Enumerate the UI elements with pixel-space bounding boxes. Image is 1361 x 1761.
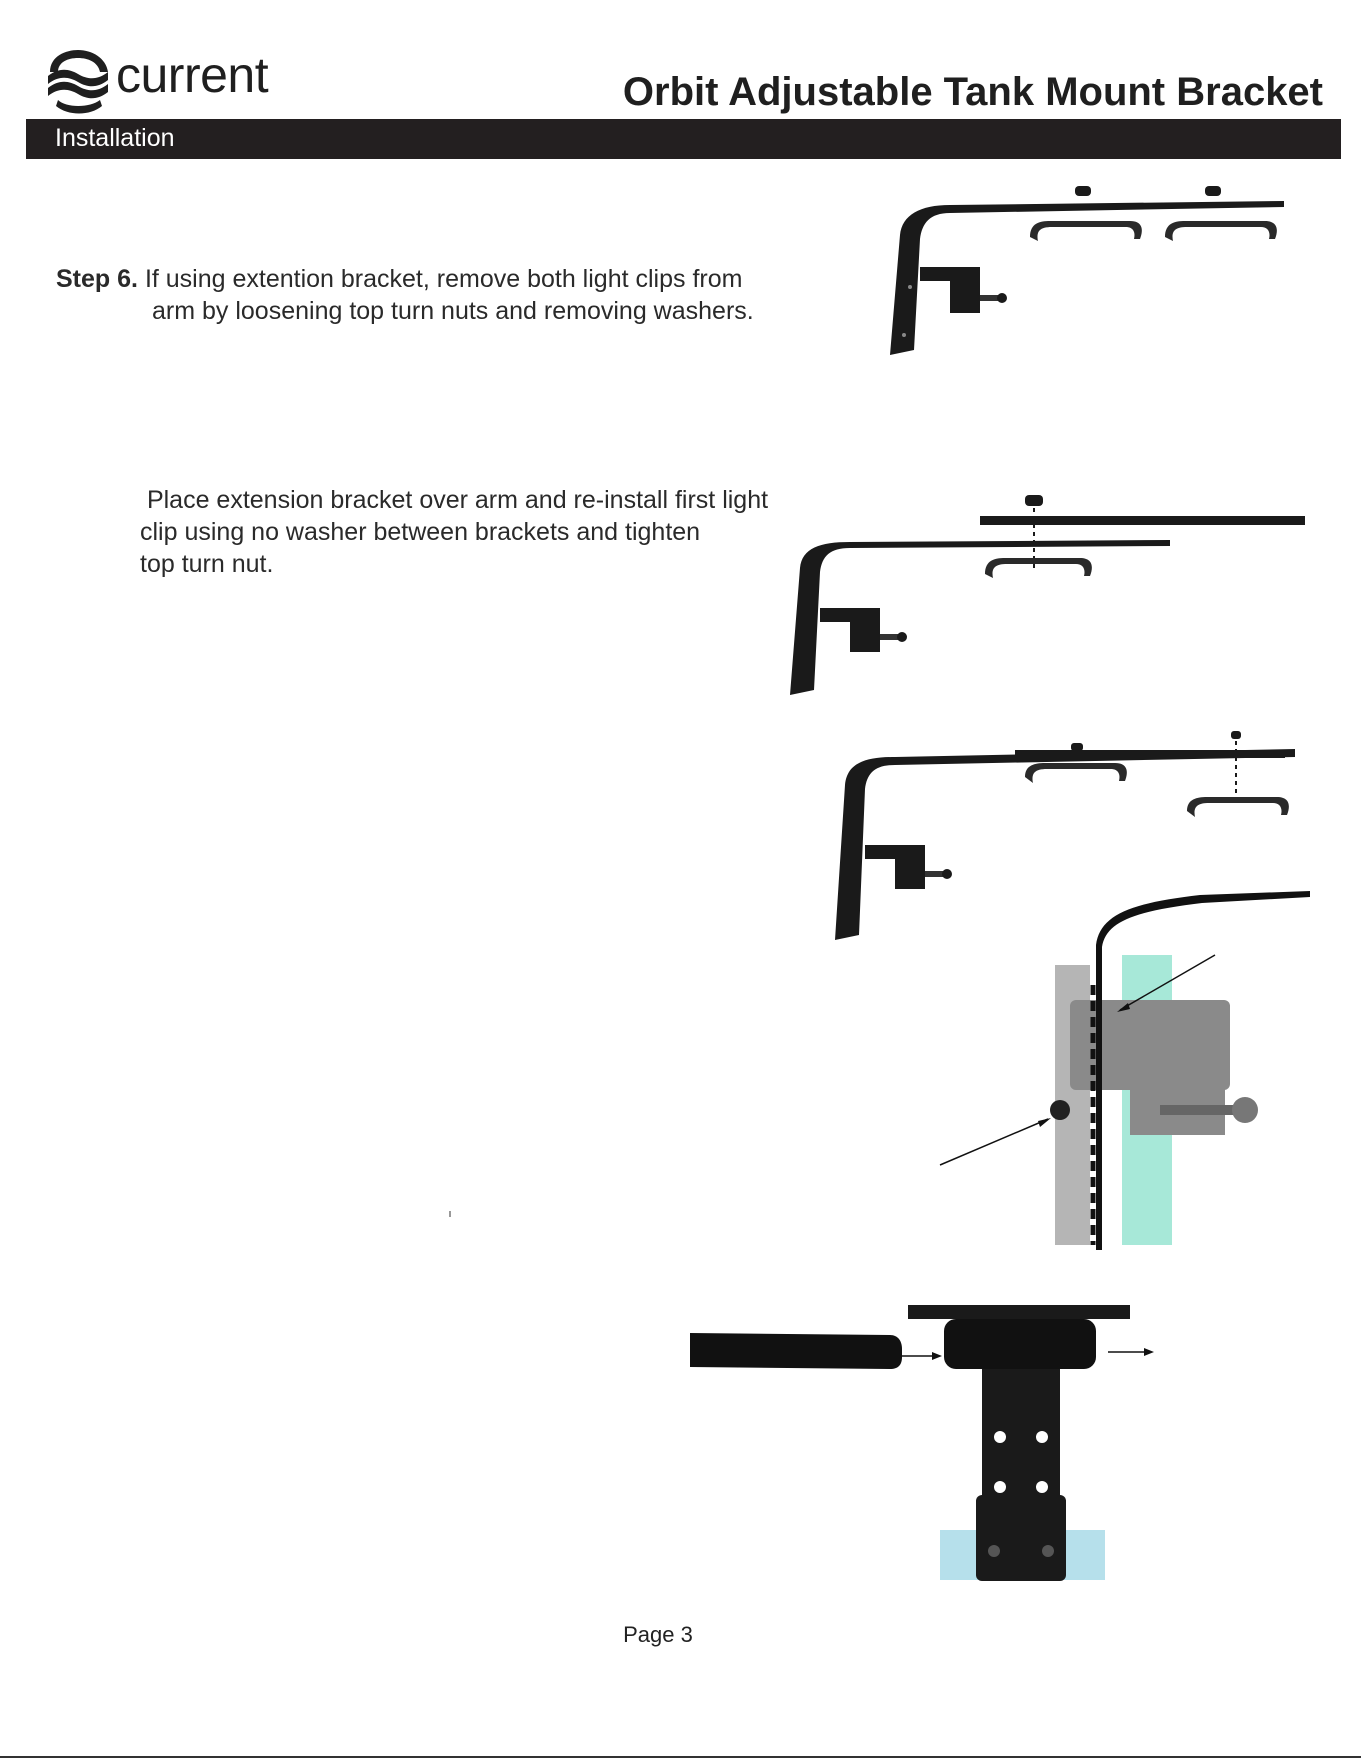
wave-logo-icon (44, 46, 114, 116)
stray-mark (449, 1211, 451, 1217)
document-title: Orbit Adjustable Tank Mount Bracket (623, 70, 1323, 115)
step-6-label: Step 6. (56, 265, 138, 293)
figure-bracket-two-clips (880, 175, 1300, 360)
place-line-2: clip using no washer between brackets an… (140, 516, 840, 548)
place-line-3: top turn nut. (140, 548, 840, 580)
page-number: Page 3 (0, 1622, 1316, 1648)
figure-rear-bracket (690, 1295, 1170, 1585)
figure-extension-over-arm (780, 490, 1320, 700)
footer-rule (0, 1756, 1361, 1758)
section-label: Installation (55, 126, 175, 151)
step-6-line-2: arm by loosening top turn nuts and remov… (152, 295, 754, 327)
place-extension-instruction: Place extension bracket over arm and re-… (140, 484, 840, 580)
step-6-line-1: Step 6. If using extention bracket, remo… (56, 263, 742, 295)
section-bar (26, 119, 1341, 159)
step-6-text-1: If using extention bracket, remove both … (145, 265, 743, 293)
figure-clamp-closeup (930, 875, 1320, 1265)
brand-name: current (116, 50, 268, 100)
place-line-1: Place extension bracket over arm and re-… (140, 484, 840, 516)
